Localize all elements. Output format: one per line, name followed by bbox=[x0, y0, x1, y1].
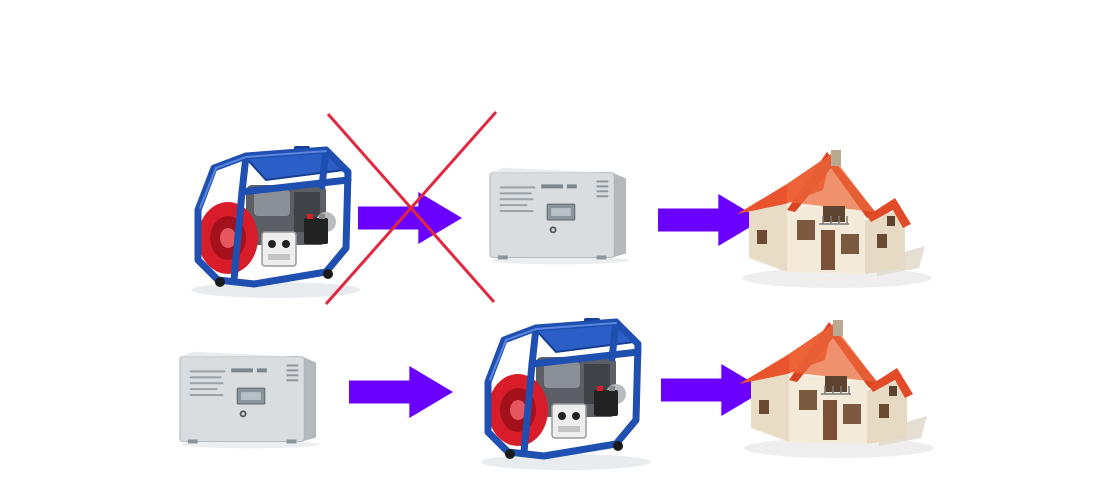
row1-house-icon bbox=[722, 150, 932, 290]
row1-voltage-stabilizer-icon bbox=[486, 166, 634, 266]
row2-generator-icon bbox=[466, 312, 666, 472]
row2-house-icon bbox=[724, 320, 934, 460]
cross-out-icon bbox=[324, 111, 498, 305]
row2-arrow-right-icon bbox=[346, 366, 456, 418]
row2-voltage-stabilizer-icon bbox=[176, 350, 324, 450]
